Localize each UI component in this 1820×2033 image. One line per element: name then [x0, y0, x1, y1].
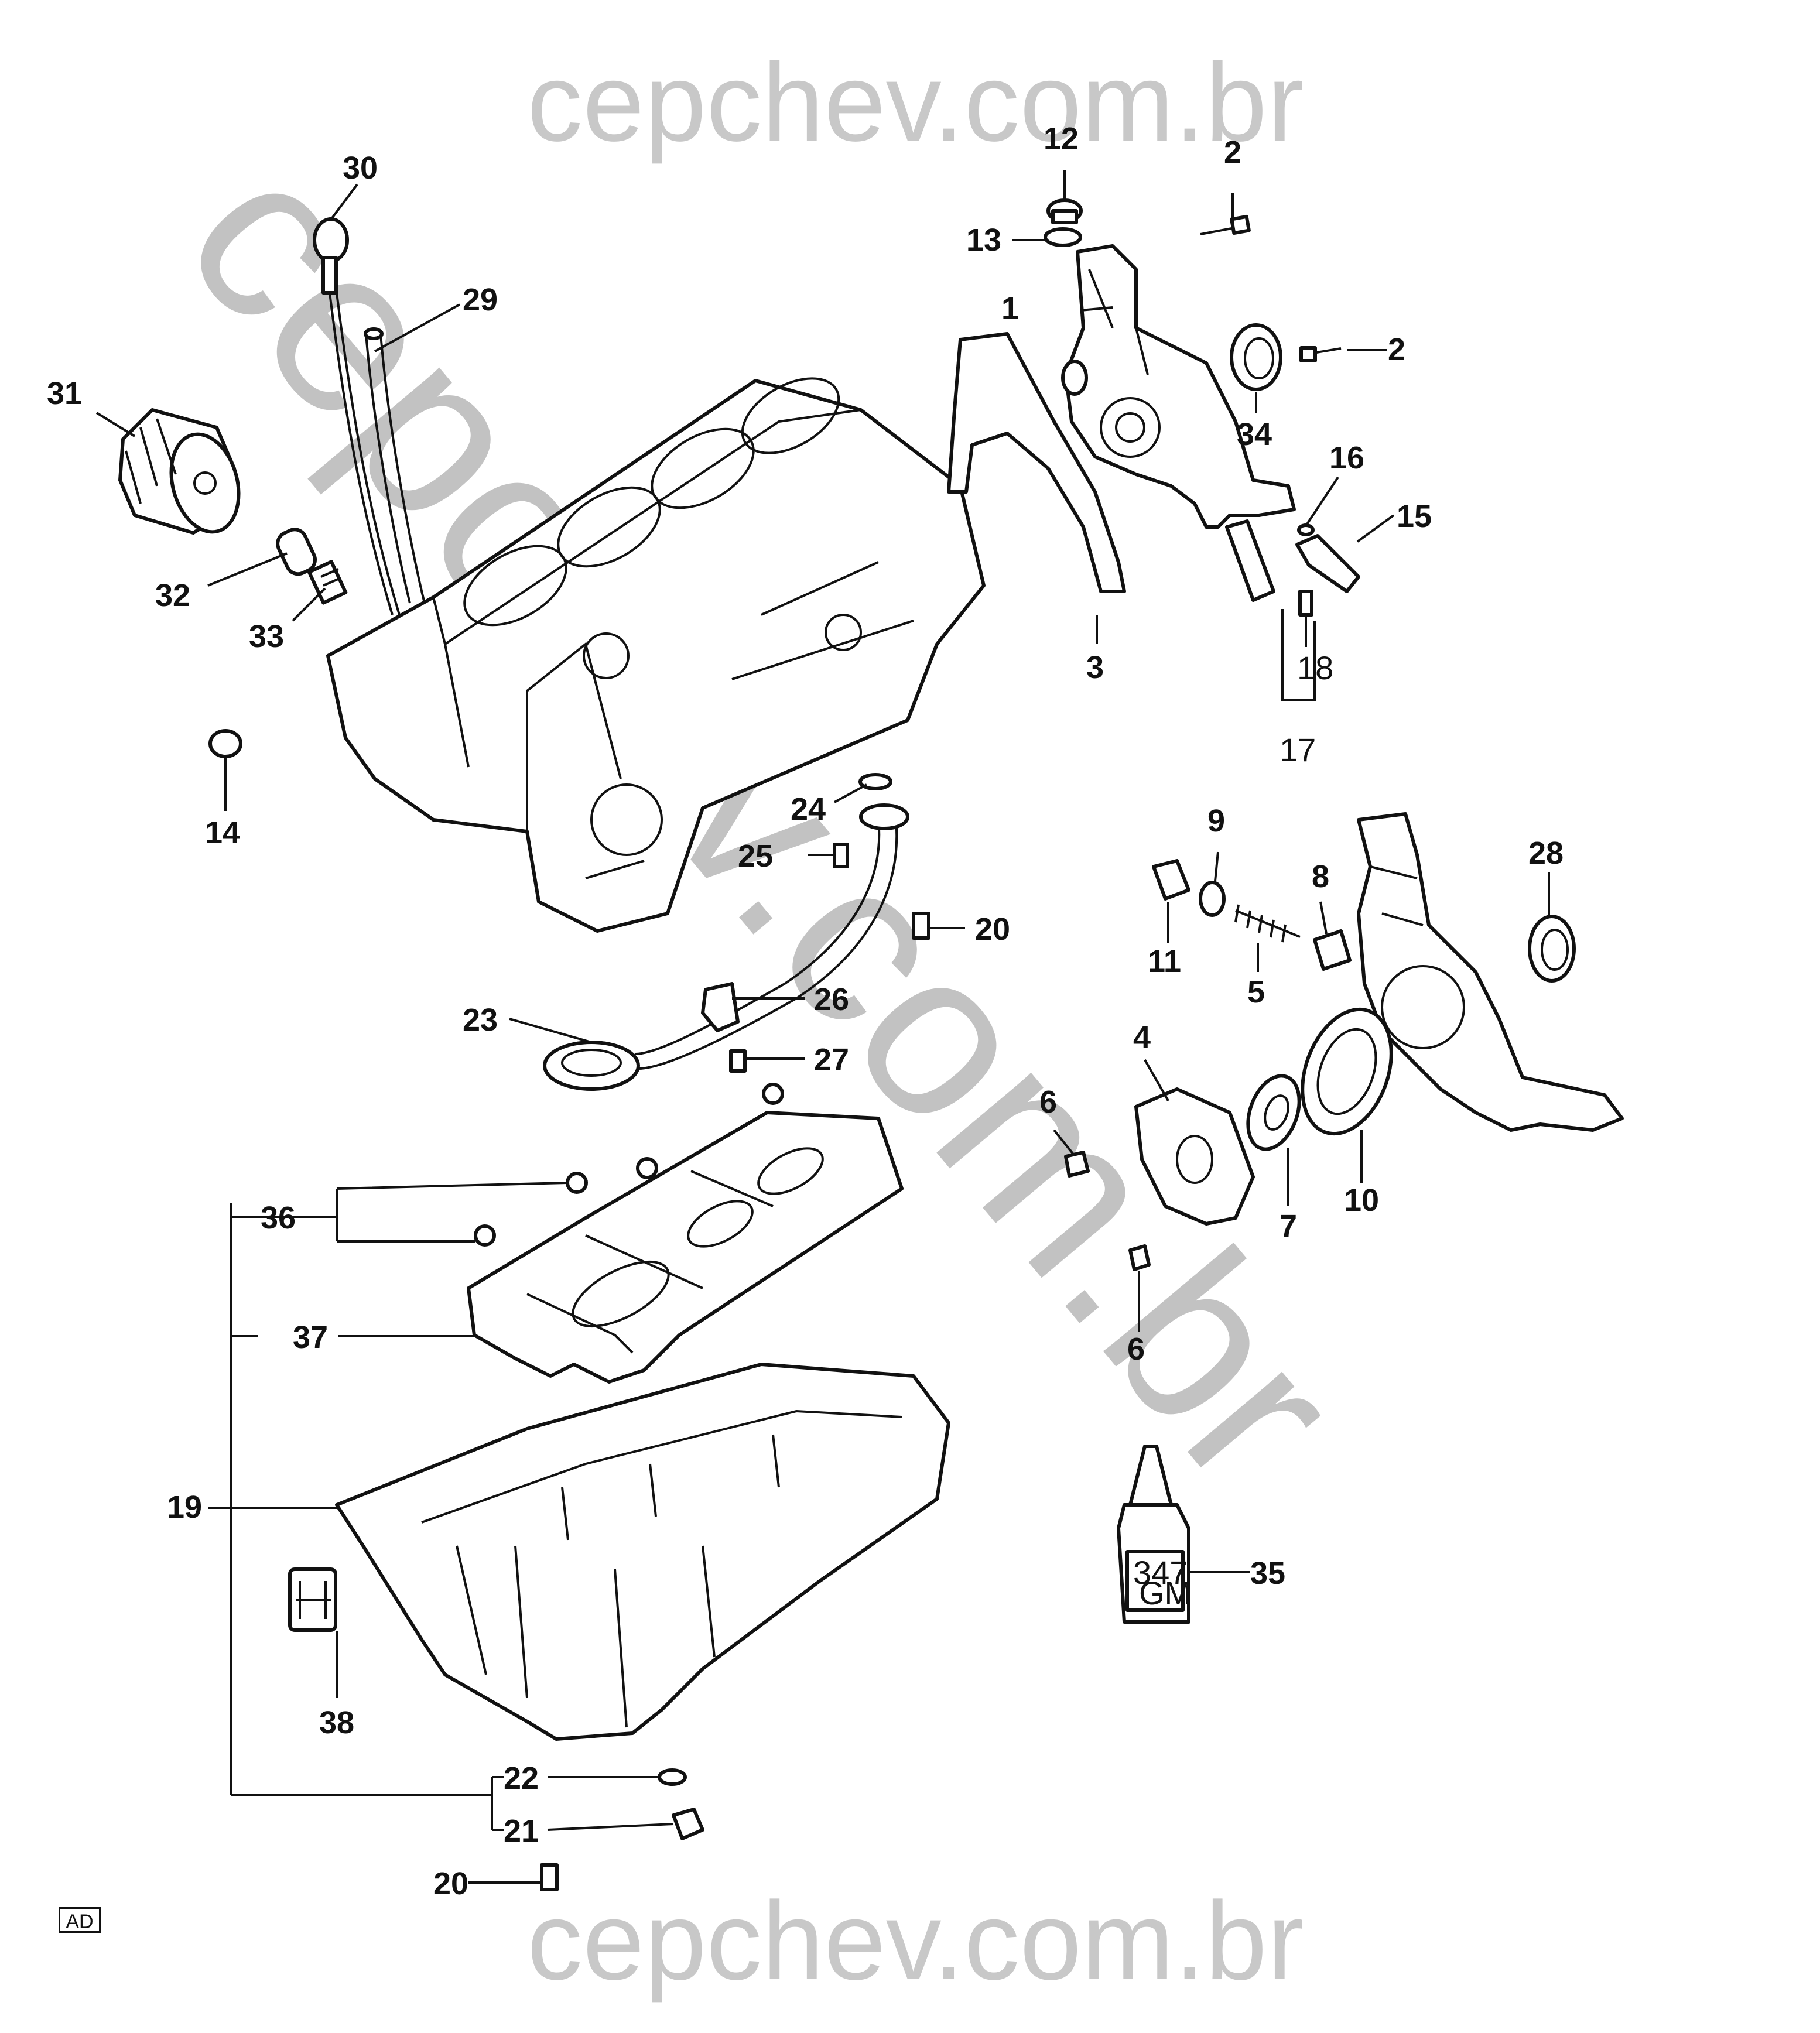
oil-pressure-switch [1295, 523, 1360, 593]
callout-36: 36 [261, 1200, 296, 1235]
callout-26: 26 [814, 982, 849, 1017]
callout-28: 28 [1528, 836, 1564, 871]
callout-12: 12 [1044, 121, 1079, 156]
filter-plug [307, 560, 348, 605]
callout-30: 30 [343, 150, 378, 186]
bolt-2b [1299, 346, 1342, 362]
o-ring-13 [1044, 227, 1082, 247]
watermark-diagonal: cepchev.com.br [136, 109, 1390, 1532]
pickup-bracket [701, 982, 740, 1032]
relief-plug-11 [1152, 859, 1190, 901]
oil-pump-housing-28 [1357, 812, 1624, 1132]
callout-8: 8 [1312, 859, 1329, 894]
oil-pan [335, 1363, 950, 1741]
callout-37: 37 [293, 1320, 328, 1355]
callout-20b: 20 [433, 1866, 468, 1901]
relief-spring-5 [1234, 904, 1301, 943]
callout-9: 9 [1207, 803, 1225, 838]
screw-6a [1064, 1151, 1090, 1178]
watermark-bottom: cepchev.com.br [527, 1879, 1304, 2003]
callout-18: 18 [1297, 649, 1333, 686]
watermark-top: cepchev.com.br [527, 40, 1304, 165]
callout-21: 21 [504, 1813, 539, 1849]
sensor-17 [1225, 519, 1275, 602]
bolt-18 [1298, 590, 1313, 617]
callout-35: 35 [1250, 1556, 1285, 1591]
callout-11: 11 [1148, 944, 1181, 979]
callout-19: 19 [167, 1490, 202, 1525]
callout-25: 25 [738, 838, 773, 874]
callout-22: 22 [504, 1761, 539, 1796]
bolt-20b [540, 1863, 559, 1891]
oil-pump-assembly [1061, 244, 1296, 529]
callout-13: 13 [966, 223, 1001, 258]
callout-34: 34 [1237, 417, 1272, 452]
bolt-20a [912, 912, 930, 940]
callout-1: 1 [1001, 291, 1019, 326]
relief-piston-8 [1313, 929, 1352, 971]
oil-pickup-tube [543, 803, 909, 1091]
pickup-bolt-27 [729, 1049, 747, 1073]
bolt-2a [1200, 214, 1251, 235]
oil-filter [118, 408, 241, 535]
outer-rotor-10 [1301, 1007, 1393, 1136]
dipstick-tube [364, 327, 426, 604]
callout-32: 32 [155, 578, 190, 613]
filter-adapter [276, 528, 317, 576]
callout-31: 31 [47, 376, 82, 411]
leader-lines [95, 170, 1550, 1884]
callout-27: 27 [814, 1042, 849, 1077]
callout-24: 24 [791, 792, 826, 827]
callout-4: 4 [1133, 1020, 1151, 1055]
block-plug [208, 729, 242, 758]
callout-29: 29 [463, 282, 498, 317]
callout-labels: 1 2 2 3 4 5 6 6 7 8 9 10 11 12 13 14 15 … [47, 121, 1564, 1901]
pan-drain-washer-22 [658, 1768, 687, 1786]
plug-38 [288, 1567, 337, 1632]
pickup-gasket [858, 773, 892, 790]
pump-seal-28 [1528, 915, 1576, 983]
callout-15: 15 [1397, 499, 1432, 534]
callout-33: 33 [249, 619, 284, 654]
callout-3: 3 [1086, 650, 1104, 685]
pickup-bolt-25 [833, 843, 849, 868]
callout-2a: 2 [1224, 135, 1241, 170]
callout-6a: 6 [1039, 1084, 1057, 1120]
callout-16: 16 [1329, 440, 1364, 475]
baffle-screws-36 [474, 1083, 784, 1247]
callout-10: 10 [1344, 1183, 1379, 1218]
callout-5: 5 [1247, 974, 1265, 1009]
callout-20a: 20 [975, 912, 1010, 947]
oil-cap [1046, 198, 1083, 224]
crank-seal-34 [1230, 323, 1282, 391]
sealant-bottle [1117, 1445, 1190, 1624]
screw-6b [1128, 1244, 1151, 1271]
pan-drain-plug-21 [672, 1808, 704, 1840]
oil-pan-baffle [467, 1111, 904, 1384]
callout-2b: 2 [1388, 332, 1405, 367]
dipstick [313, 217, 401, 615]
inner-rotor-7 [1246, 1074, 1301, 1151]
callout-14: 14 [205, 815, 240, 850]
callout-23: 23 [463, 1002, 498, 1038]
engine-block [326, 377, 986, 933]
pump-cover-4 [1134, 1087, 1255, 1226]
callout-6b: 6 [1127, 1332, 1145, 1367]
diagram-code-box: AD [59, 1907, 101, 1933]
bottle-label-line2: GM [1139, 1575, 1192, 1611]
bottle-label-line1: 347 [1133, 1554, 1188, 1591]
callout-38: 38 [319, 1705, 354, 1740]
callout-7: 7 [1280, 1209, 1297, 1244]
o-ring-9 [1199, 881, 1226, 917]
rear-cover-gasket [947, 332, 1126, 593]
callout-17: 17 [1280, 731, 1316, 768]
